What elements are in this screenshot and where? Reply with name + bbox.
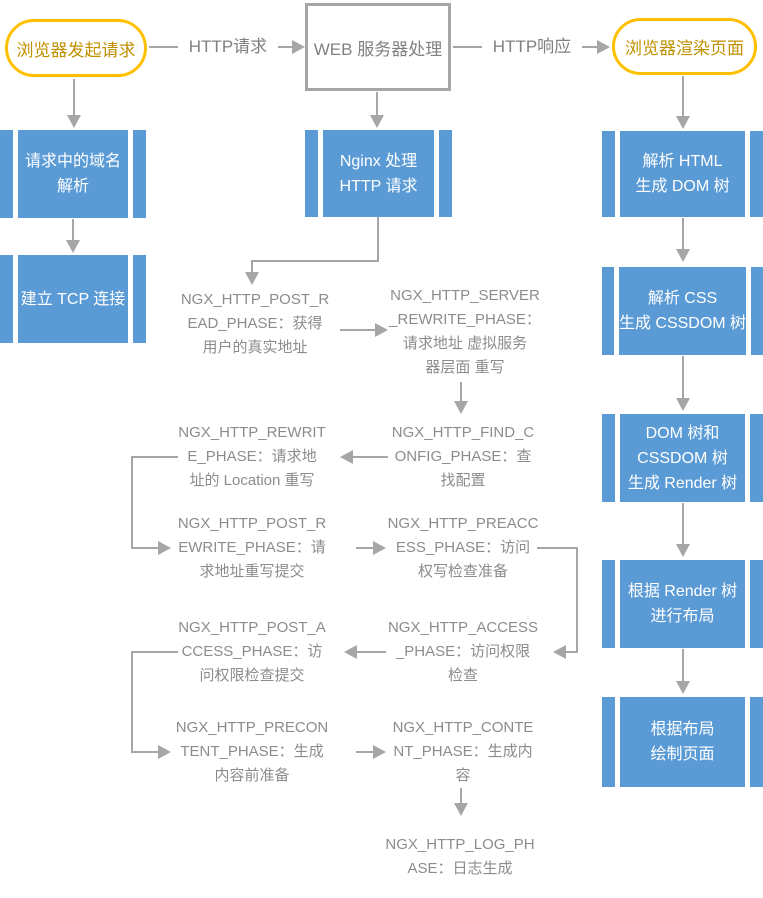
process-stripe: [133, 255, 146, 343]
phase-server-rewrite: NGX_HTTP_SERVER _REWRITE_PHASE： 请求地址 虚拟服…: [389, 287, 541, 376]
connector-line: [352, 456, 388, 458]
node-browser-request-label: 浏览器发起请求: [16, 40, 136, 60]
connector-line: [72, 219, 74, 242]
phase-content: NGX_HTTP_CONTE NT_PHASE：生成内 容: [392, 719, 534, 784]
connector-line: [251, 260, 253, 273]
connector-line: [356, 651, 386, 653]
step-parse-css-label: 解析 CSS 生成 CSSDOM 树: [618, 267, 747, 355]
node-browser-request: 浏览器发起请求: [5, 19, 147, 77]
phase-post-rewrite: NGX_HTTP_POST_R EWRITE_PHASE：请 求地址重写提交: [177, 515, 327, 580]
process-stripe: [305, 130, 318, 217]
step-layout-label: 根据 Render 树 进行布局: [620, 560, 745, 648]
connector-line: [73, 79, 75, 116]
arrowhead-down-icon: [454, 803, 468, 816]
arrowhead-left-icon: [340, 450, 353, 464]
arrowhead-down-icon: [676, 544, 690, 557]
process-stripe: [750, 697, 763, 787]
arrowhead-right-icon: [158, 541, 171, 555]
arrowhead-right-icon: [158, 745, 171, 759]
connector-line: [131, 651, 133, 753]
connector-line: [576, 547, 578, 653]
process-stripe: [602, 697, 615, 787]
step-parse-html-label: 解析 HTML 生成 DOM 树: [620, 131, 745, 217]
phase-access: NGX_HTTP_ACCESS _PHASE：访问权限 检查: [387, 619, 539, 684]
process-stripe: [602, 414, 615, 502]
process-stripe: [602, 560, 615, 648]
connector-line: [251, 260, 379, 262]
step-paint-label: 根据布局 绘制页面: [620, 697, 745, 787]
step-dns-resolve-label: 请求中的域名 解析: [18, 130, 128, 218]
arrowhead-left-icon: [344, 645, 357, 659]
node-browser-render: 浏览器渲染页面: [612, 18, 757, 75]
arrowhead-right-icon: [375, 323, 388, 337]
step-tcp-connect: 建立 TCP 连接: [0, 255, 146, 343]
arrowhead-left-icon: [553, 645, 566, 659]
phase-post-read: NGX_HTTP_POST_R EAD_PHASE：获得 用户的真实地址: [180, 291, 330, 356]
connector-line: [132, 547, 159, 549]
step-parse-css: 解析 CSS 生成 CSSDOM 树: [602, 267, 763, 355]
http-request-label: HTTP请求: [178, 36, 278, 58]
arrowhead-down-icon: [67, 115, 81, 128]
connector-line: [566, 651, 578, 653]
phase-rewrite: NGX_HTTP_REWRIT E_PHASE：请求地 址的 Location …: [178, 424, 326, 489]
step-layout: 根据 Render 树 进行布局: [602, 560, 763, 648]
process-stripe: [133, 130, 146, 218]
process-stripe: [439, 130, 452, 217]
connector-line: [356, 547, 374, 549]
connector-line: [340, 329, 376, 331]
arrowhead-down-icon: [676, 116, 690, 129]
phase-log: NGX_HTTP_LOG_PH ASE：日志生成: [385, 836, 535, 877]
http-response-label: HTTP响应: [482, 36, 582, 58]
connector-line: [682, 649, 684, 682]
arrowhead-down-icon: [454, 401, 468, 414]
arrowhead-right-icon: [597, 40, 610, 54]
arrowhead-down-icon: [676, 398, 690, 411]
node-web-server: WEB 服务器处理: [305, 3, 451, 91]
arrowhead-down-icon: [676, 249, 690, 262]
step-nginx-process: Nginx 处理 HTTP 请求: [305, 130, 452, 217]
connector-line: [376, 92, 378, 116]
process-stripe: [602, 131, 615, 217]
connector-line: [356, 751, 374, 753]
phase-precontent: NGX_HTTP_PRECON TENT_PHASE：生成 内容前准备: [175, 719, 329, 784]
node-web-server-label: WEB 服务器处理: [313, 39, 443, 59]
connector-line: [131, 456, 133, 549]
arrowhead-down-icon: [370, 115, 384, 128]
phase-post-access: NGX_HTTP_POST_A CCESS_PHASE：访 问权限检查提交: [178, 619, 326, 684]
process-stripe: [750, 131, 763, 217]
step-dns-resolve: 请求中的域名 解析: [0, 130, 146, 218]
node-browser-render-label: 浏览器渲染页面: [625, 39, 744, 58]
connector-line: [377, 217, 379, 262]
process-stripe: [0, 130, 13, 218]
process-stripe: [0, 255, 13, 343]
arrowhead-right-icon: [373, 541, 386, 555]
connector-line: [682, 76, 684, 117]
arrowhead-down-icon: [66, 240, 80, 253]
step-render-tree-label: DOM 树和 CSSDOM 树 生成 Render 树: [620, 414, 745, 502]
process-stripe: [602, 267, 614, 355]
arrowhead-down-icon: [245, 272, 259, 285]
connector-line: [132, 651, 178, 653]
connector-line: [682, 503, 684, 545]
step-tcp-connect-label: 建立 TCP 连接: [18, 255, 128, 343]
arrowhead-right-icon: [373, 745, 386, 759]
arrowhead-down-icon: [676, 681, 690, 694]
arrowhead-right-icon: [292, 40, 305, 54]
connector-line: [132, 456, 178, 458]
connector-line: [682, 218, 684, 251]
connector-line: [132, 751, 159, 753]
process-stripe: [751, 267, 763, 355]
connector-line: [460, 788, 462, 804]
connector-line: [537, 547, 578, 549]
connector-line: [682, 356, 684, 399]
phase-find-config: NGX_HTTP_FIND_C ONFIG_PHASE：查 找配置: [391, 424, 535, 489]
process-stripe: [750, 414, 763, 502]
step-parse-html: 解析 HTML 生成 DOM 树: [602, 131, 763, 217]
step-paint: 根据布局 绘制页面: [602, 697, 763, 787]
connector-line: [460, 382, 462, 402]
step-nginx-process-label: Nginx 处理 HTTP 请求: [323, 130, 434, 217]
process-stripe: [750, 560, 763, 648]
phase-preaccess: NGX_HTTP_PREACC ESS_PHASE：访问 权写检查准备: [387, 515, 539, 580]
step-render-tree: DOM 树和 CSSDOM 树 生成 Render 树: [602, 414, 763, 502]
